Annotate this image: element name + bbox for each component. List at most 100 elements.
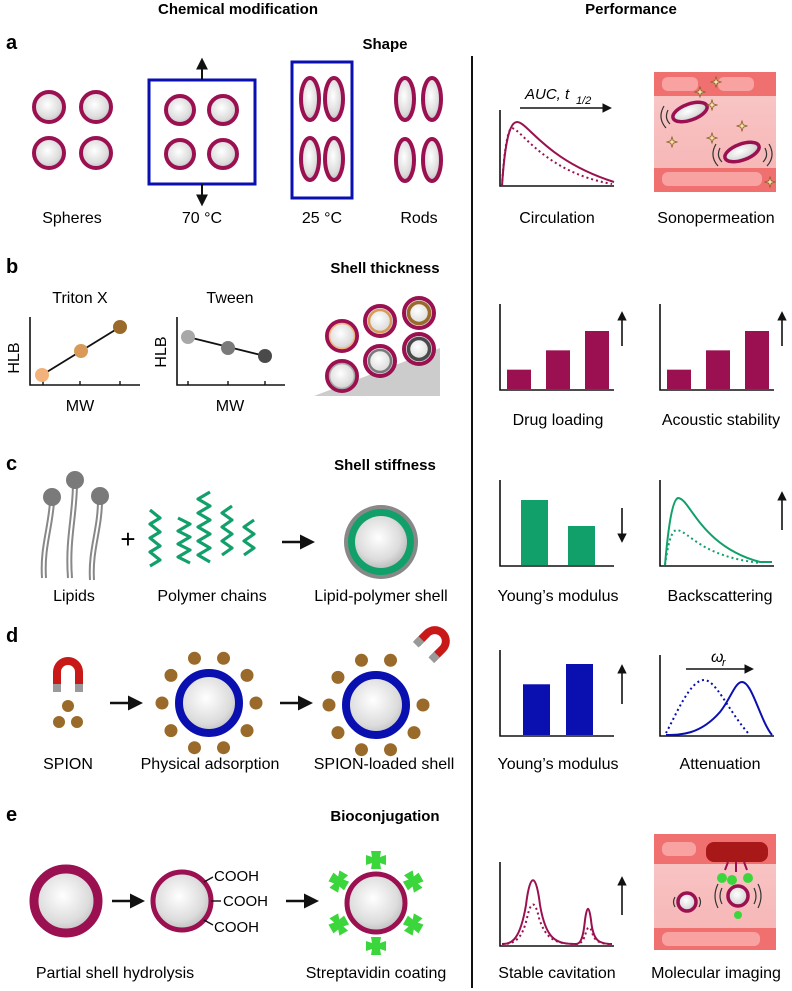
lipids-illustration [40,471,109,581]
polymer-chains-illustration [148,490,256,568]
drug-loading-bar-3 [585,331,609,389]
plus-sign: + [120,524,135,554]
cooh-label-1: COOH [214,868,259,885]
panel-d-letter: d [6,625,18,647]
spion-particle [354,743,368,757]
spion-particle [331,726,345,740]
panel-c: c Shell stiffness + Lipids Polymer [6,453,787,605]
label-25c: 25 °C [302,210,342,227]
acoustic-stability-bar-3 [745,331,769,389]
spion-particle [217,741,231,755]
perf-label-youngs-modulus-c: Young’s modulus [498,588,619,605]
streptavidin-icon [366,851,386,869]
panel-b-title: Shell thickness [330,260,439,277]
auc-annotation-subscript: 1/2 [576,95,591,107]
circulation-plot: AUC, t 1/2 [499,86,615,187]
spion-loaded-shell-bubble [322,653,430,757]
tween-point-2 [221,341,235,355]
label-lipid-polymer-shell: Lipid-polymer shell [314,588,447,605]
spion-particle [240,724,254,738]
panel-e-title: Bioconjugation [330,808,439,825]
label-physical-adsorption: Physical adsorption [141,756,280,773]
spion-particles [53,700,83,728]
label-lipids: Lipids [53,588,95,605]
spion-particle [384,743,398,757]
omega-annotation: ω [711,649,723,666]
tritonx-point-2 [74,344,88,358]
plot-tritonx-title: Triton X [52,290,108,307]
acoustic-stability-bar-2 [706,350,730,389]
label-streptavidin-coating: Streptavidin coating [306,965,447,982]
column-header-left: Chemical modification [158,1,318,18]
label-partial-shell-hydrolysis: Partial shell hydrolysis [36,965,194,982]
spion-particle [384,653,398,667]
stable-cavitation-plot [499,862,614,947]
tritonx-point-3 [113,320,127,334]
tween-point-3 [258,349,272,363]
acoustic-stability-bar-chart [659,304,774,391]
label-70c: 70 °C [182,210,222,227]
acoustic-stability-bar-1 [667,369,691,389]
spion-particle [416,698,430,712]
plot-tween-xlabel: MW [216,398,245,415]
cooh-label-2: COOH [223,893,268,910]
panel-b-letter: b [6,256,18,278]
spion-particle [407,726,421,740]
plot-tween-axes [176,317,285,386]
spion-particle [217,651,231,665]
panel-e: e Bioconjugation COOH COOH COOH Partial … [6,804,781,982]
backscattering-plot [659,480,774,567]
label-spion: SPION [43,756,93,773]
plot-tritonx-xlabel: MW [66,398,95,415]
drug-loading-bar-1 [507,369,531,389]
spion-particle [354,653,368,667]
plot-tritonx-ylabel: HLB [6,342,23,373]
sonopermeation-illustration [654,72,776,192]
spion-particle [164,668,178,682]
label-spion-loaded-shell: SPION-loaded shell [314,756,455,773]
plot-tween-title: Tween [206,290,253,307]
cooh-label-3: COOH [214,919,259,936]
panel-a: a Shape Spheres 70 °C 25 °C Rods [6,32,776,227]
plot-tween-ylabel: HLB [153,336,170,367]
elongated-in-box [299,76,345,182]
box-25c [290,60,354,200]
bubble-thick-shell [29,864,103,938]
perf-label-stable-cavitation: Stable cavitation [498,965,615,982]
perf-label-molecular-imaging: Molecular imaging [651,965,781,982]
panel-a-letter: a [6,32,18,54]
spion-particle [240,668,254,682]
drug-loading-bar-chart [499,304,614,391]
panel-d: d SPION Physical adsorption SPION-loaded… [6,625,774,773]
spion-particle [155,696,169,710]
perf-label-circulation: Circulation [519,210,595,227]
perf-label-youngs-modulus-d: Young’s modulus [498,756,619,773]
spion-particle [331,670,345,684]
magnet-icon [53,657,83,692]
auc-annotation: AUC, t [524,86,570,103]
plot-tritonx-axes [29,317,140,386]
spion-particle [322,698,336,712]
spion-particle [187,741,201,755]
tween-point-1 [181,330,195,344]
youngs-modulus-bar-chart-d [499,650,614,737]
attenuation-plot: ω r [659,649,774,737]
label-rods: Rods [400,210,437,227]
rods-group [394,76,443,183]
hydrolyzed-bubble: COOH COOH COOH [150,868,268,936]
youngs-modulus-d-bar-2 [566,664,593,735]
perf-label-sonopermeation: Sonopermeation [657,210,774,227]
label-polymer-chains: Polymer chains [157,588,266,605]
youngs-modulus-c-bar-1 [521,500,548,565]
label-spheres: Spheres [42,210,102,227]
panel-a-title: Shape [362,36,407,53]
spion-particle [249,696,263,710]
youngs-modulus-bar-chart-c [499,480,614,567]
physical-adsorption-bubble [155,651,263,755]
spheres-group [32,90,113,170]
perf-label-acoustic-stability: Acoustic stability [662,412,780,429]
column-header-right: Performance [585,1,677,18]
molecular-imaging-illustration [654,834,776,950]
streptavidin-bubble [325,851,427,955]
